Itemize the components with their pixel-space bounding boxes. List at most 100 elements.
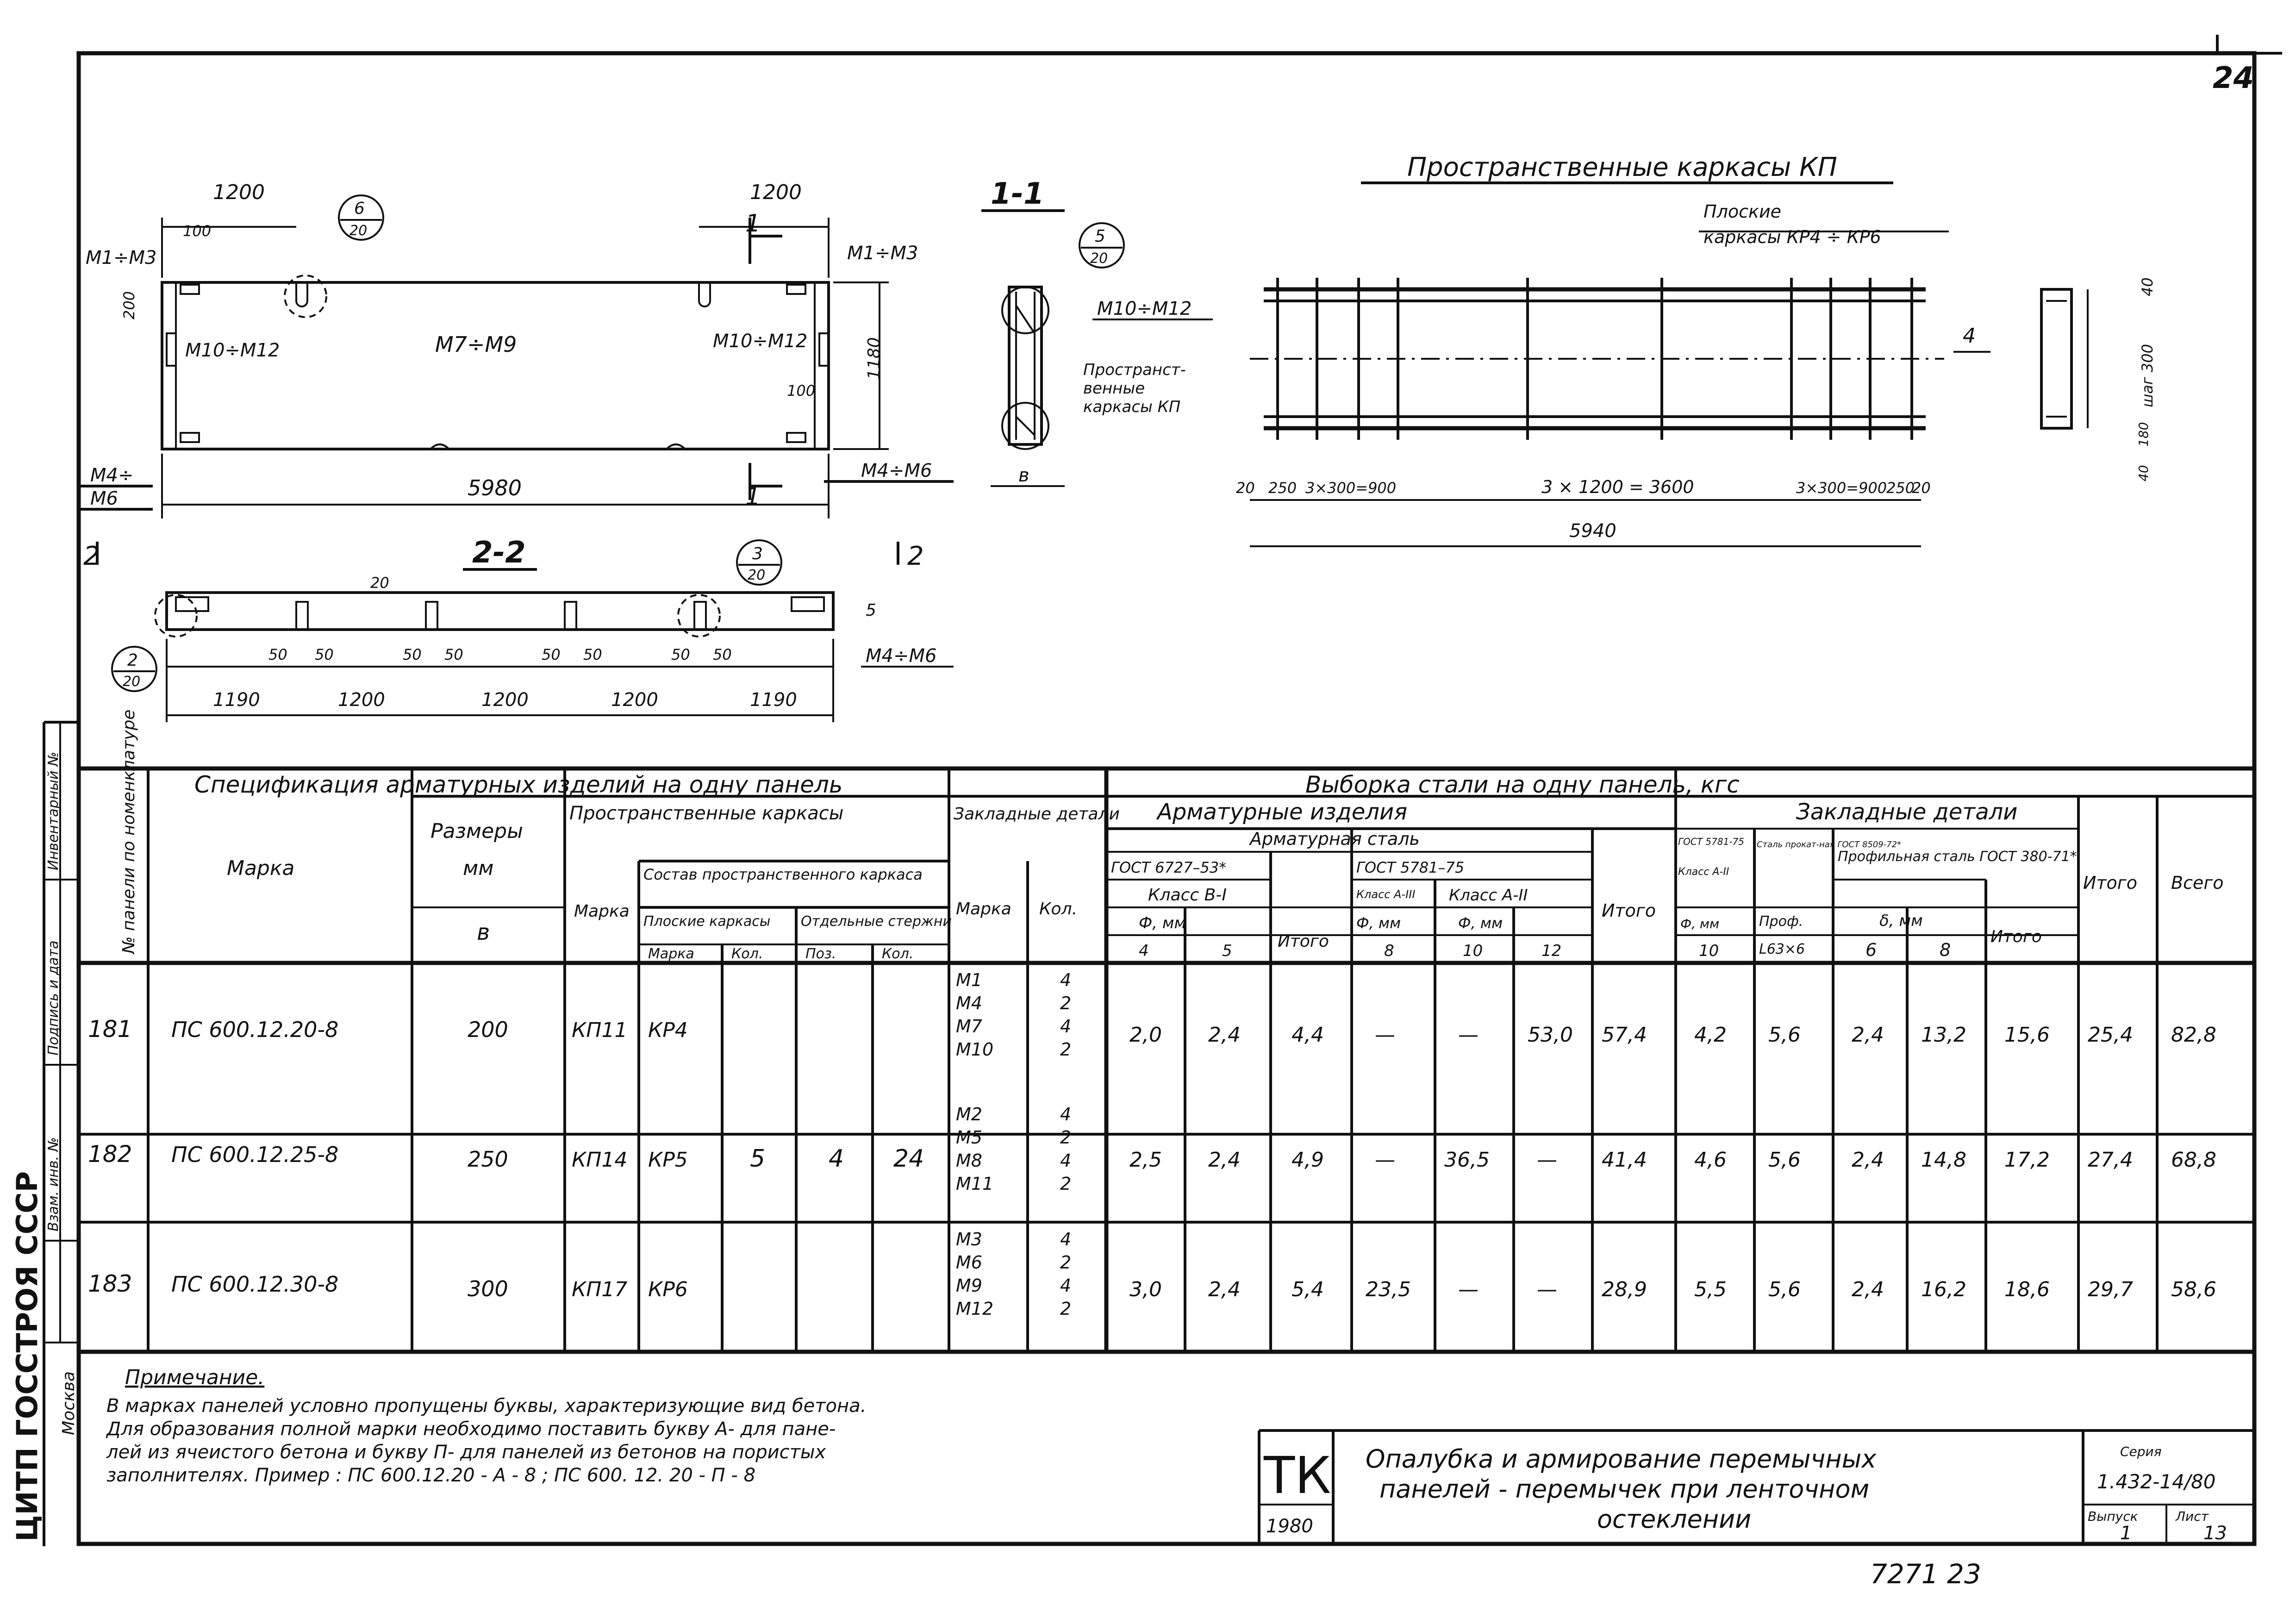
hdr-kp-comp: Состав пространственного каркаса — [643, 866, 923, 883]
hdr-phi-a3: Ф, мм — [1356, 914, 1401, 932]
label-1-1-width: в — [1018, 465, 1029, 486]
label-kp-note-2: венные — [1083, 379, 1145, 398]
dim-bottom-2: 1200 — [338, 689, 385, 711]
svg-text:200: 200 — [468, 1017, 508, 1042]
kp-dim-1: 20 — [1236, 479, 1255, 497]
hdr-emb-class: Класс А-II — [1678, 866, 1729, 878]
svg-text:ПС 600.12.25-8: ПС 600.12.25-8 — [171, 1142, 338, 1167]
svg-text:—: — — [1458, 1278, 1479, 1301]
hdr-flat-mark: Марка — [648, 946, 694, 962]
hdr-d12: 12 — [1541, 942, 1561, 960]
hdr-emb-phi: Ф, мм — [1680, 916, 1719, 931]
svg-text:2,5: 2,5 — [1129, 1148, 1162, 1172]
svg-text:20: 20 — [349, 223, 367, 239]
hdr-bars-qty: Кол. — [882, 946, 913, 962]
hdr-sum-b: Итого — [1278, 932, 1329, 951]
svg-text:2,4: 2,4 — [1852, 1278, 1884, 1301]
tk-year: 1980 — [1266, 1516, 1313, 1537]
svg-text:ПС 600.12.30-8: ПС 600.12.30-8 — [171, 1272, 338, 1297]
svg-text:4,2: 4,2 — [1694, 1023, 1727, 1047]
shared-flat-qty: 5 — [750, 1145, 765, 1173]
svg-text:КР6: КР6 — [648, 1278, 688, 1301]
dim-gap-3: 50 — [403, 646, 422, 663]
sheet-label: Лист — [2175, 1509, 2209, 1524]
svg-text:4,6: 4,6 — [1694, 1148, 1727, 1172]
hdr-emb-gost: ГОСТ 5781-75 — [1678, 836, 1744, 847]
side-stamp: Инвентарный № Подпись и дата Взам. инв. … — [10, 721, 79, 1546]
svg-text:17,2: 17,2 — [2004, 1148, 2050, 1172]
svg-text:2: 2 — [1060, 1252, 1071, 1273]
hdr-t6: 6 — [1866, 940, 1877, 960]
svg-text:КП14: КП14 — [572, 1148, 627, 1172]
svg-text:М1: М1 — [956, 970, 982, 990]
svg-text:181: 181 — [88, 1016, 132, 1043]
svg-text:6: 6 — [354, 199, 365, 218]
callout-5-20: 5 20 — [1079, 222, 1125, 269]
svg-text:4: 4 — [1060, 1229, 1071, 1249]
panel-plan-drawing — [79, 218, 954, 518]
note-title: Примечание. — [125, 1366, 264, 1389]
svg-text:2: 2 — [1060, 993, 1071, 1013]
kp-dim-3: 3×300=900 — [1305, 479, 1396, 497]
svg-text:25,4: 25,4 — [2088, 1023, 2133, 1047]
hdr-gost-6727: ГОСТ 6727–53* — [1111, 859, 1226, 876]
section-1-1-drawing — [991, 286, 1065, 487]
svg-text:57,4: 57,4 — [1602, 1023, 1647, 1047]
svg-text:М9: М9 — [956, 1275, 982, 1296]
label-m7-m9: М7÷М9 — [435, 332, 517, 357]
svg-text:М12: М12 — [956, 1299, 993, 1319]
hdr-emb: Закладные детали — [954, 805, 1120, 824]
dim-side-100: 100 — [183, 222, 211, 240]
svg-text:—: — — [1537, 1278, 1557, 1301]
dim-gap-1: 50 — [268, 646, 287, 663]
sheet-number: 13 — [2203, 1523, 2227, 1544]
hdr-gost-5781: ГОСТ 5781–75 — [1356, 859, 1464, 876]
svg-text:4: 4 — [1060, 1016, 1071, 1037]
hdr-class-b: Класс В-I — [1148, 886, 1227, 905]
org-name: ЦИТП ГОССТРОЯ СССР — [10, 1171, 44, 1542]
kp-side-dim-3: 180 — [2136, 422, 2151, 447]
hdr-size-2: мм — [463, 856, 493, 880]
svg-text:М5: М5 — [956, 1127, 982, 1148]
dim-panel-length: 5980 — [468, 475, 522, 500]
hdr-delta: δ, мм — [1879, 912, 1923, 930]
shared-bars-pos: 4 — [829, 1145, 844, 1173]
side-label-1: Инвентарный № — [45, 752, 62, 870]
kp-frame-elevation — [1250, 278, 1944, 440]
svg-text:4: 4 — [1060, 970, 1071, 990]
svg-text:2,4: 2,4 — [1208, 1148, 1241, 1172]
label-m4-m6-left-2: М6 — [90, 488, 118, 509]
hdr-arm-steel: Арматурная сталь — [1248, 829, 1420, 849]
kp-flat-label-1: Плоские — [1703, 201, 1781, 222]
hdr-mark: Марка — [227, 856, 294, 880]
hdr-flat: Плоские каркасы — [643, 913, 770, 930]
svg-text:3: 3 — [752, 544, 763, 563]
shared-bars-qty: 24 — [893, 1145, 924, 1173]
dim-gap-8: 50 — [713, 646, 732, 663]
dim-gap-2: 50 — [315, 646, 334, 663]
svg-text:2,0: 2,0 — [1129, 1023, 1162, 1047]
sheet-frame — [76, 51, 2257, 1546]
hdr-rolled-size: L63×6 — [1759, 941, 1805, 957]
section-1-1-title: 1-1 — [991, 177, 1044, 211]
dim-small-20: 20 — [370, 574, 389, 592]
hdr-class-a2: Класс А-II — [1449, 886, 1528, 905]
hdr-size-1: Размеры — [430, 819, 523, 843]
section-2-2-title: 2-2 — [472, 536, 526, 570]
svg-text:М8: М8 — [956, 1150, 982, 1171]
svg-text:20: 20 — [123, 674, 140, 690]
svg-text:М11: М11 — [956, 1174, 993, 1194]
svg-text:28,9: 28,9 — [1602, 1278, 1647, 1301]
label-m1-m3-right: М1÷М3 — [847, 243, 918, 264]
svg-text:13,2: 13,2 — [1921, 1023, 1966, 1047]
svg-text:20: 20 — [1090, 250, 1108, 267]
svg-text:—: — — [1375, 1148, 1395, 1172]
dim-gap-4: 50 — [444, 646, 463, 663]
svg-text:2,4: 2,4 — [1852, 1148, 1884, 1172]
page-number: 24 — [2213, 61, 2254, 95]
dim-bottom-3: 1200 — [481, 689, 529, 711]
svg-text:5,5: 5,5 — [1694, 1278, 1727, 1301]
kp-title: Пространственные каркасы КП — [1407, 152, 1837, 182]
svg-text:ПС 600.12.20-8: ПС 600.12.20-8 — [171, 1017, 338, 1042]
spec-title: Спецификация арматурных изделий на одну … — [194, 771, 842, 798]
